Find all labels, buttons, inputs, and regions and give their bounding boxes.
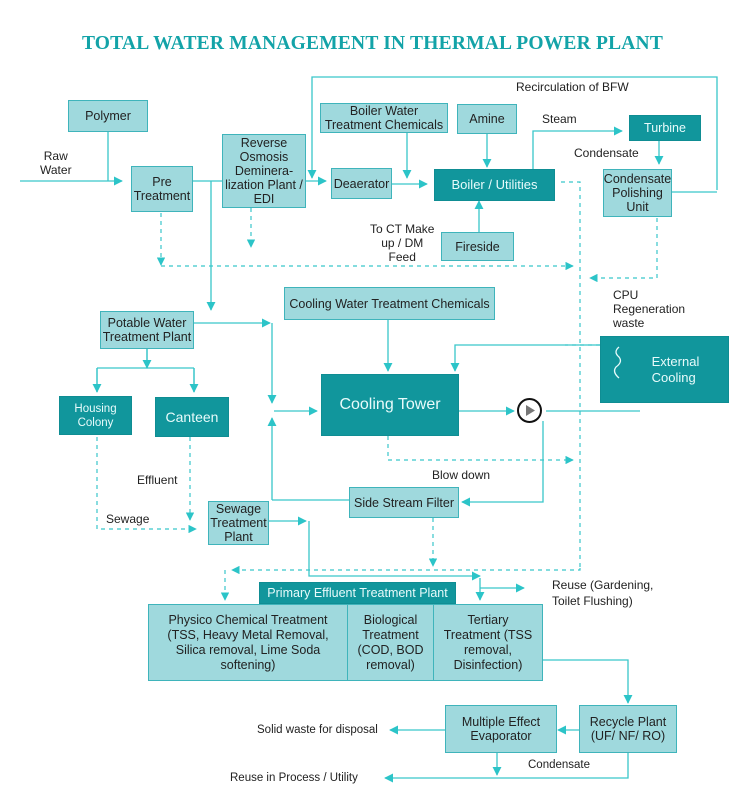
recycle-plant-label: Recycle Plant(UF/ NF/ RO) <box>589 715 667 743</box>
pump-to-ssf-line <box>461 421 544 507</box>
turbine-box[interactable]: Turbine <box>629 115 701 141</box>
steam-label: Steam <box>542 112 577 126</box>
recycle-to-reuse-line <box>384 753 629 783</box>
ext-cooling-return-line <box>450 344 600 372</box>
reuse-gardening-label: Reuse (Gardening,Toilet Flushing) <box>552 578 654 608</box>
amine-box[interactable]: Amine <box>457 104 517 134</box>
petp-header: Primary Effluent Treatment Plant <box>259 582 456 604</box>
potable-split-line <box>96 349 195 392</box>
cwt-chemicals-box[interactable]: Cooling Water Treatment Chemicals <box>284 287 495 320</box>
pump-icon[interactable] <box>517 398 542 423</box>
polymer-label: Polymer <box>85 109 131 123</box>
ct-blowdown-line <box>387 436 574 465</box>
side-stream-filter-label: Side Stream Filter <box>353 495 455 510</box>
cpu-drain-line <box>589 218 658 283</box>
fireside-label: Fireside <box>455 239 500 254</box>
blow-down-label: Blow down <box>432 468 491 482</box>
heat-wave-icon <box>613 346 622 379</box>
effluent-header-line <box>231 565 581 575</box>
cooling-tower-box[interactable]: Cooling Tower <box>321 374 459 436</box>
boiler-blowdown-line <box>561 181 581 570</box>
sewage-label: Sewage <box>106 512 150 526</box>
stp-to-tertiary-line <box>308 521 481 581</box>
recirc-bfw-line <box>307 76 718 190</box>
petp-table: Physico Chemical Treatment(TSS, Heavy Me… <box>148 604 543 681</box>
cwt-chemicals-label: Cooling Water Treatment Chemicals <box>289 296 490 311</box>
steam-line <box>532 126 623 170</box>
condensate-top-label: Condensate <box>574 146 639 160</box>
fireside-box[interactable]: Fireside <box>441 232 514 261</box>
physico-chemical-cell[interactable]: Physico Chemical Treatment(TSS, Heavy Me… <box>149 605 348 680</box>
recycle-plant-box[interactable]: Recycle Plant(UF/ NF/ RO) <box>579 705 677 753</box>
condensate-bottom-label: Condensate <box>528 759 591 771</box>
cooling-tower-label: Cooling Tower <box>339 396 441 413</box>
reuse-process-label: Reuse in Process / Utility <box>230 772 358 784</box>
solid-waste-label: Solid waste for disposal <box>257 724 378 736</box>
deaerator-label: Deaerator <box>333 176 390 191</box>
tertiary-to-recycle-line <box>543 659 633 704</box>
housing-sewage-line <box>96 437 197 534</box>
deaerator-box[interactable]: Deaerator <box>331 168 392 199</box>
canteen-label: Canteen <box>165 409 219 425</box>
boiler-label: Boiler / Utilities <box>451 177 538 192</box>
turbine-label: Turbine <box>644 121 686 135</box>
canteen-box[interactable]: Canteen <box>155 397 229 437</box>
polymer-box[interactable]: Polymer <box>68 100 148 132</box>
side-stream-filter-box[interactable]: Side Stream Filter <box>349 487 459 518</box>
diagram-title: TOTAL WATER MANAGEMENT IN THERMAL POWER … <box>81 33 664 54</box>
recirculation-label: Recirculation of BFW <box>516 80 629 94</box>
boiler-box[interactable]: Boiler / Utilities <box>434 169 555 201</box>
effluent-label: Effluent <box>137 473 178 487</box>
amine-label: Amine <box>469 112 505 126</box>
